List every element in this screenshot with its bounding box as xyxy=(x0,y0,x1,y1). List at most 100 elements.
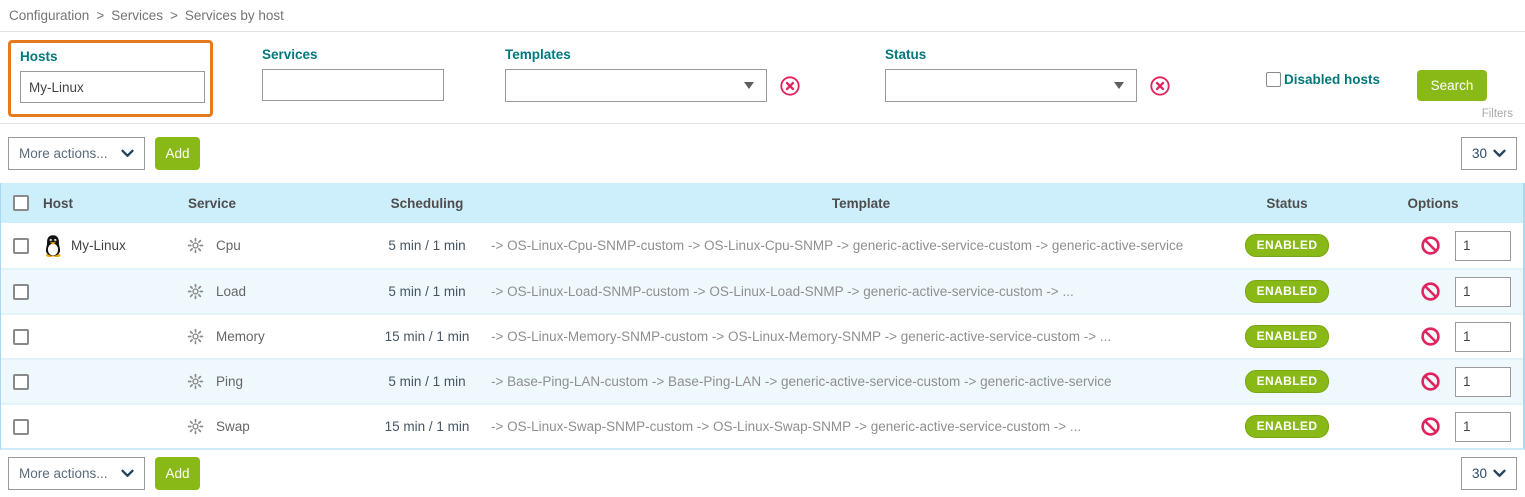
services-filter-group: Services xyxy=(262,47,444,101)
col-header-status: Status xyxy=(1266,195,1308,211)
page-size-value: 30 xyxy=(1472,466,1488,481)
col-header-host: Host xyxy=(43,195,73,211)
more-actions-label: More actions... xyxy=(19,146,108,161)
chevron-down-icon xyxy=(121,469,134,477)
filters-caption: Filters xyxy=(1481,108,1513,120)
breadcrumb-services[interactable]: Services xyxy=(111,8,163,23)
disable-icon[interactable] xyxy=(1420,371,1441,392)
duplicate-count-input[interactable] xyxy=(1455,366,1511,397)
toolbar-bottom: More actions... Add 30 xyxy=(0,450,1525,497)
linux-tux-icon xyxy=(45,235,61,257)
chevron-down-icon xyxy=(1493,469,1506,477)
status-badge: ENABLED xyxy=(1244,280,1330,303)
table-row: Load 5 min / 1 min -> OS-Linux-Load-SNMP… xyxy=(1,268,1523,313)
scheduling-value: 5 min / 1 min xyxy=(388,284,466,299)
col-header-scheduling: Scheduling xyxy=(390,195,464,211)
service-name[interactable]: Cpu xyxy=(216,238,241,253)
col-header-options: Options xyxy=(1407,195,1459,211)
service-name[interactable]: Memory xyxy=(216,329,265,344)
clear-status-icon[interactable] xyxy=(1149,75,1171,97)
clear-templates-icon[interactable] xyxy=(779,75,801,97)
chevron-down-icon xyxy=(121,149,134,157)
table-row: Swap 15 min / 1 min -> OS-Linux-Swap-SNM… xyxy=(1,403,1523,448)
disable-icon[interactable] xyxy=(1420,416,1441,437)
disabled-hosts-checkbox[interactable] xyxy=(1266,72,1281,87)
row-checkbox[interactable] xyxy=(13,237,29,254)
duplicate-count-input[interactable] xyxy=(1455,230,1511,261)
service-name[interactable]: Ping xyxy=(216,374,244,389)
table-row: My-Linux Cpu 5 min / 1 min -> OS-Linux-C… xyxy=(1,223,1523,268)
disable-icon[interactable] xyxy=(1420,281,1441,302)
template-chain: -> OS-Linux-Load-SNMP-custom -> OS-Linux… xyxy=(491,284,1074,299)
filter-panel: Hosts Services Templates Status xyxy=(0,32,1525,124)
gear-icon[interactable] xyxy=(187,283,204,300)
toolbar-top: More actions... Add 30 xyxy=(0,124,1525,183)
more-actions-select-top[interactable]: More actions... xyxy=(8,137,145,170)
page-size-select-bottom[interactable]: 30 xyxy=(1461,457,1517,490)
more-actions-label: More actions... xyxy=(19,466,108,481)
gear-icon[interactable] xyxy=(187,418,204,435)
services-filter-input[interactable] xyxy=(262,69,444,101)
hosts-filter-label: Hosts xyxy=(20,49,58,64)
disable-icon[interactable] xyxy=(1420,235,1441,256)
scheduling-value: 15 min / 1 min xyxy=(384,419,470,434)
templates-filter-select[interactable] xyxy=(505,69,767,102)
template-chain: -> OS-Linux-Cpu-SNMP-custom -> OS-Linux-… xyxy=(491,238,1184,253)
breadcrumb-current-page: Services by host xyxy=(184,8,284,23)
table-row: Ping 5 min / 1 min -> Base-Ping-LAN-cust… xyxy=(1,358,1523,403)
col-header-service: Service xyxy=(188,195,237,211)
gear-icon[interactable] xyxy=(187,237,204,254)
caret-down-icon xyxy=(1114,82,1124,89)
breadcrumb-separator: > xyxy=(169,8,178,23)
status-filter-label: Status xyxy=(885,47,927,62)
template-chain: -> OS-Linux-Swap-SNMP-custom -> OS-Linux… xyxy=(491,419,1082,434)
service-name[interactable]: Load xyxy=(216,284,247,299)
services-table: Host Service Scheduling Template Status … xyxy=(0,183,1525,450)
disable-icon[interactable] xyxy=(1420,326,1441,347)
templates-filter-group: Templates xyxy=(505,47,801,102)
host-name[interactable]: My-Linux xyxy=(71,238,126,253)
row-checkbox[interactable] xyxy=(13,328,29,345)
col-header-template: Template xyxy=(831,195,891,211)
disabled-hosts-label: Disabled hosts xyxy=(1284,72,1381,87)
scheduling-value: 5 min / 1 min xyxy=(388,238,466,253)
row-checkbox[interactable] xyxy=(13,373,29,390)
disabled-hosts-group: Disabled hosts xyxy=(1266,72,1380,87)
service-name[interactable]: Swap xyxy=(216,419,250,434)
scheduling-value: 15 min / 1 min xyxy=(384,329,470,344)
page-size-value: 30 xyxy=(1472,146,1488,161)
status-badge: ENABLED xyxy=(1244,234,1330,257)
breadcrumb-configuration[interactable]: Configuration xyxy=(9,8,90,23)
hosts-filter-input[interactable] xyxy=(20,71,205,103)
gear-icon[interactable] xyxy=(187,328,204,345)
breadcrumb-separator: > xyxy=(96,8,105,23)
services-filter-label: Services xyxy=(262,47,318,62)
template-chain: -> Base-Ping-LAN-custom -> Base-Ping-LAN… xyxy=(491,374,1112,389)
hosts-filter-group: Hosts xyxy=(8,40,213,117)
select-all-checkbox[interactable] xyxy=(13,195,29,211)
search-button[interactable]: Search xyxy=(1417,70,1487,101)
breadcrumb: Configuration > Services > Services by h… xyxy=(0,0,1525,32)
gear-icon[interactable] xyxy=(187,373,204,390)
add-button-top[interactable]: Add xyxy=(155,137,200,170)
status-badge: ENABLED xyxy=(1244,325,1330,348)
more-actions-select-bottom[interactable]: More actions... xyxy=(8,457,145,490)
table-header-row: Host Service Scheduling Template Status … xyxy=(1,183,1523,223)
status-filter-select[interactable] xyxy=(885,69,1137,102)
scheduling-value: 5 min / 1 min xyxy=(388,374,466,389)
chevron-down-icon xyxy=(1493,149,1506,157)
duplicate-count-input[interactable] xyxy=(1455,321,1511,352)
duplicate-count-input[interactable] xyxy=(1455,411,1511,442)
row-checkbox[interactable] xyxy=(13,283,29,300)
add-button-bottom[interactable]: Add xyxy=(155,457,200,490)
status-badge: ENABLED xyxy=(1244,415,1330,438)
templates-filter-label: Templates xyxy=(505,47,571,62)
row-checkbox[interactable] xyxy=(13,418,29,435)
duplicate-count-input[interactable] xyxy=(1455,276,1511,307)
page-size-select-top[interactable]: 30 xyxy=(1461,137,1517,170)
table-body: My-Linux Cpu 5 min / 1 min -> OS-Linux-C… xyxy=(1,223,1523,448)
template-chain: -> OS-Linux-Memory-SNMP-custom -> OS-Lin… xyxy=(491,329,1112,344)
status-badge: ENABLED xyxy=(1244,370,1330,393)
caret-down-icon xyxy=(744,82,754,89)
table-row: Memory 15 min / 1 min -> OS-Linux-Memory… xyxy=(1,313,1523,358)
